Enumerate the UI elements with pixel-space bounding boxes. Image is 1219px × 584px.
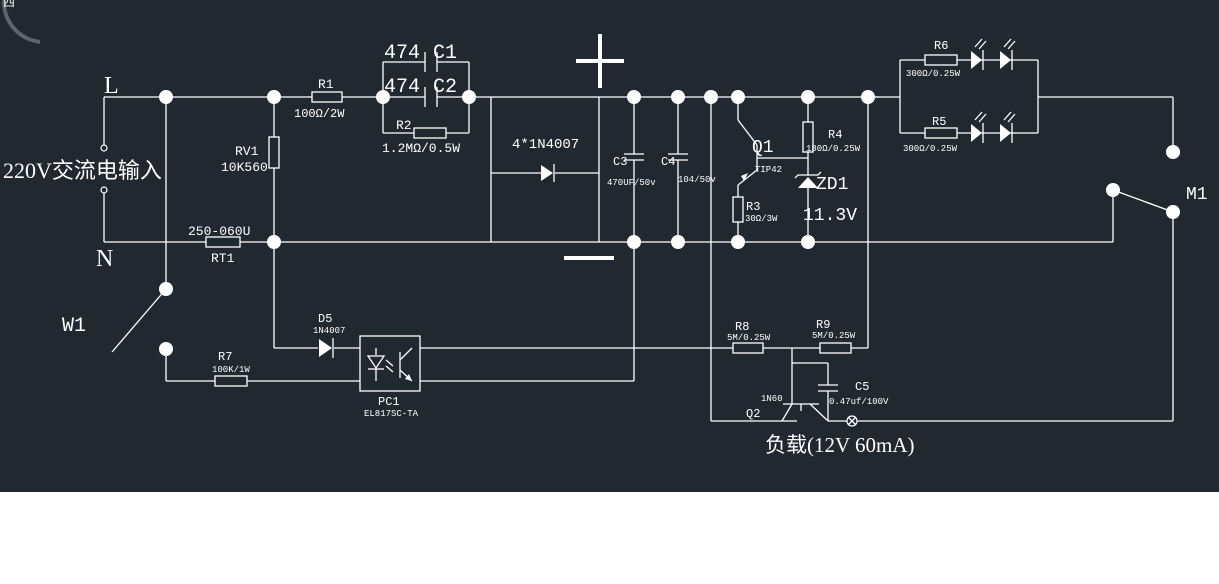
zd1-value: 11.3V [803, 206, 857, 226]
rt1-body[interactable] [205, 236, 241, 248]
r7-body[interactable] [214, 375, 248, 387]
rt1-value: 250-060U [188, 224, 250, 239]
w1-contact-top[interactable] [159, 282, 173, 296]
q2-ref: Q2 [746, 407, 760, 421]
led-r5-2-icon[interactable] [1000, 111, 1016, 143]
n-label: N [96, 246, 113, 272]
capacitors [424, 52, 838, 392]
c4-ref: C4 [661, 155, 675, 169]
c1-ref: C1 [433, 42, 457, 65]
q1-value: TIP42 [755, 165, 782, 175]
c4-value: 104/50v [678, 175, 716, 185]
pc1-ref: PC1 [378, 395, 400, 409]
input-label: 220V交流电输入 [3, 158, 162, 183]
c4-symbol[interactable] [668, 153, 688, 161]
r3-ref: R3 [746, 200, 760, 214]
r9-ref: R9 [816, 318, 830, 332]
r9-body[interactable] [819, 342, 852, 354]
r1-ref: R1 [318, 77, 334, 92]
m1-contact-1[interactable] [1166, 145, 1180, 159]
w1-label: W1 [62, 315, 86, 338]
c3-ref: C3 [613, 155, 627, 169]
r6-ref: R6 [934, 39, 948, 53]
r1-value: 100Ω/2W [294, 107, 345, 121]
r5-ref: R5 [932, 115, 946, 129]
r5-value: 300Ω/0.25W [903, 144, 958, 154]
r3-value: 30Ω/3W [745, 214, 778, 224]
r4-ref: R4 [828, 128, 842, 142]
r8-ref: R8 [735, 320, 749, 334]
r2-value: 1.2MΩ/0.5W [382, 141, 460, 156]
d5-value: 1N4007 [313, 326, 345, 336]
r4-body[interactable] [802, 121, 814, 153]
view-cube-icon[interactable]: 西 [0, 0, 40, 60]
r6-value: 300Ω/0.25W [906, 69, 961, 79]
c3-symbol[interactable] [624, 153, 644, 161]
bridge-label: 4*1N4007 [512, 137, 579, 153]
c2-ref: C2 [433, 76, 457, 99]
led-r5-1-icon[interactable] [971, 111, 987, 143]
r8-body[interactable] [732, 342, 764, 354]
n-terminal[interactable] [100, 186, 108, 194]
r5-body[interactable] [924, 127, 958, 139]
diodes [319, 38, 1016, 358]
c3-value: 470UF/50v [607, 178, 656, 188]
pc1-value: EL817SC-TA [364, 409, 419, 419]
m1-contact-2[interactable] [1106, 183, 1120, 197]
transistors [359, 173, 819, 411]
r2-ref: R2 [396, 118, 412, 133]
r8-value: 5M/0.25W [727, 333, 771, 343]
c1-symbol[interactable] [424, 52, 438, 72]
r9-value: 5M/0.25W [812, 331, 856, 341]
r2-body[interactable] [413, 127, 447, 139]
zd1-symbol[interactable] [794, 171, 822, 188]
c2-symbol[interactable] [424, 87, 438, 107]
blank-area [0, 492, 1219, 584]
zd1-ref: ZD1 [816, 175, 848, 195]
m1-label: M1 [1186, 185, 1208, 205]
rv1-ref: RV1 [235, 144, 259, 159]
d5-ref: D5 [318, 312, 332, 326]
r7-value: 100K/1W [212, 365, 250, 375]
r7-ref: R7 [218, 350, 232, 364]
c5-ref: C5 [855, 380, 869, 394]
led-r6-1-icon[interactable] [971, 38, 987, 70]
c2-value: 474 [384, 76, 420, 99]
polarity-marks [564, 34, 624, 260]
d5-symbol[interactable] [319, 338, 334, 358]
r3-body[interactable] [732, 196, 744, 223]
c5-symbol[interactable] [818, 384, 838, 392]
bridge-diode-symbol[interactable] [541, 164, 555, 182]
rv1-body[interactable] [268, 136, 280, 169]
c1-value: 474 [384, 42, 420, 65]
m1-contact-3[interactable] [1166, 205, 1180, 219]
schematic-canvas[interactable]: L N 220V交流电输入 W1 M1 R1 100Ω/2W RV1 10K56… [0, 0, 1219, 492]
l-label: L [104, 73, 119, 99]
r4-value: 180Ω/0.25W [806, 144, 861, 154]
rt1-ref: RT1 [211, 251, 235, 266]
c5-value: 0.47uf/100V [829, 397, 889, 407]
led-r6-2-icon[interactable] [1000, 38, 1016, 70]
q2-value: 1N60 [761, 394, 783, 404]
pc1-optocoupler[interactable] [359, 335, 421, 392]
junctions [100, 90, 1180, 427]
q1-emitter-arrow [741, 173, 748, 181]
q1-ref: Q1 [752, 138, 774, 158]
view-cube-label: 西 [3, 0, 15, 9]
q2-symbol[interactable] [783, 403, 819, 411]
w1-contact-bottom[interactable] [159, 342, 173, 356]
r1-body[interactable] [311, 91, 343, 103]
l-terminal[interactable] [100, 144, 108, 152]
load-label: 负载(12V 60mA) [765, 433, 915, 457]
resistors [205, 54, 958, 387]
labels: L N 220V交流电输入 W1 M1 R1 100Ω/2W RV1 10K56… [3, 39, 1208, 457]
rv1-value: 10K560 [221, 160, 268, 175]
circuit-schematic: L N 220V交流电输入 W1 M1 R1 100Ω/2W RV1 10K56… [3, 34, 1208, 457]
r6-body[interactable] [924, 54, 958, 66]
